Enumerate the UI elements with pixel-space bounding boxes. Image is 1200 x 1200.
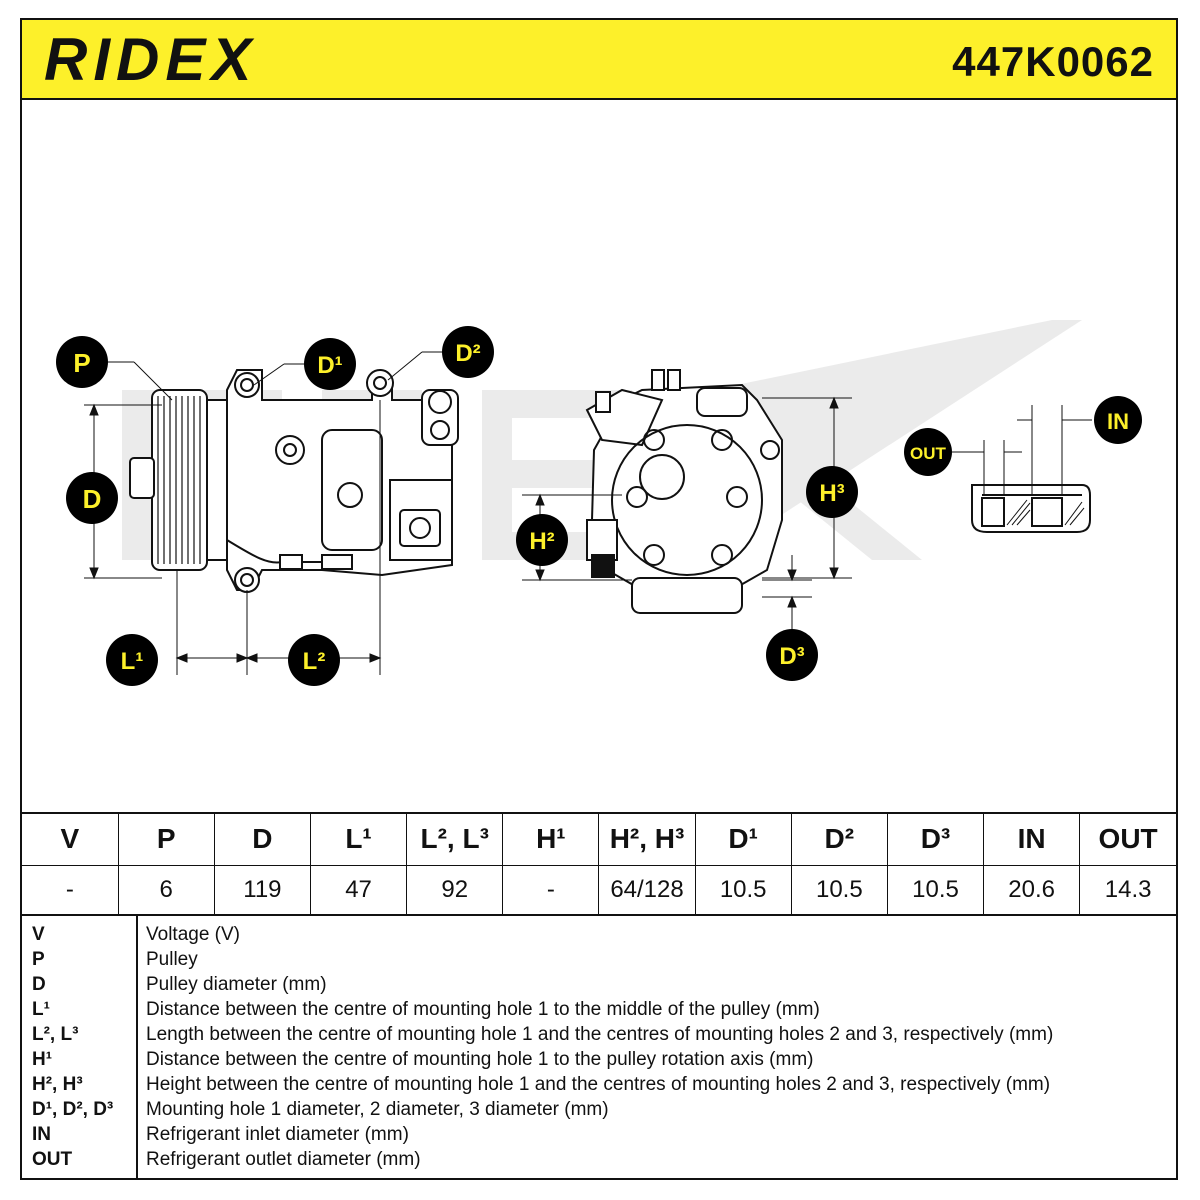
legend-row: L², L³ Length between the centre of moun… bbox=[22, 1022, 1176, 1047]
side-view bbox=[129, 369, 459, 593]
legend-description: Pulley bbox=[146, 949, 198, 970]
legend: V Voltage (V) P Pulley D Pulley diameter… bbox=[22, 914, 1176, 1178]
spec-value-cell: 64/128 bbox=[598, 865, 696, 914]
spec-value-row: - 6 119 47 92 - 64/128 10.5 10.5 10.5 20… bbox=[22, 865, 1176, 914]
svg-text:P: P bbox=[73, 348, 90, 378]
header-bar: RIDEX 447K0062 bbox=[22, 20, 1176, 100]
compressor-drawing-svg: P D D¹ D² L¹ L² bbox=[56, 320, 1142, 686]
spec-value-cell: 20.6 bbox=[983, 865, 1081, 914]
legend-description: Distance between the centre of mounting … bbox=[146, 999, 820, 1020]
legend-symbol: L¹ bbox=[32, 999, 50, 1020]
spec-value-cell: 14.3 bbox=[1104, 875, 1152, 903]
port-detail bbox=[971, 484, 1091, 533]
legend-symbol: P bbox=[32, 949, 45, 970]
legend-description: Distance between the centre of mounting … bbox=[146, 1049, 814, 1070]
legend-row: L¹ Distance between the centre of mounti… bbox=[22, 997, 1176, 1022]
spec-header-cell: D¹ bbox=[695, 814, 792, 866]
spec-header-cell: OUT bbox=[1079, 814, 1176, 866]
legend-row: P Pulley bbox=[22, 947, 1176, 972]
legend-row: H¹ Distance between the centre of mounti… bbox=[22, 1047, 1176, 1072]
svg-text:IN: IN bbox=[1107, 409, 1129, 434]
legend-row: IN Refrigerant inlet diameter (mm) bbox=[22, 1122, 1176, 1147]
callout-out: OUT bbox=[904, 428, 952, 476]
technical-drawing: P D D¹ D² L¹ L² bbox=[22, 100, 1176, 812]
svg-text:L²: L² bbox=[303, 648, 326, 675]
svg-text:L¹: L¹ bbox=[121, 648, 144, 675]
legend-row: D¹, D², D³ Mounting hole 1 diameter, 2 d… bbox=[22, 1097, 1176, 1122]
front-view bbox=[585, 369, 783, 614]
spec-value-cell: 10.5 bbox=[791, 865, 888, 914]
spec-value-cell: 10.5 bbox=[695, 865, 792, 914]
callout-h2: H² bbox=[516, 514, 568, 566]
legend-symbol: D bbox=[32, 974, 46, 995]
svg-text:H³: H³ bbox=[819, 480, 844, 507]
spec-header-cell: D³ bbox=[887, 814, 985, 866]
legend-divider bbox=[136, 916, 138, 1178]
spec-header-row: V P D L¹ L², L³ H¹ H², H³ D¹ D² D³ IN OU… bbox=[22, 814, 1176, 866]
spec-header-cell: P bbox=[118, 814, 215, 866]
spec-header-cell: L², L³ bbox=[406, 814, 504, 866]
spec-value-cell: 10.5 bbox=[887, 865, 985, 914]
legend-symbol: H¹ bbox=[32, 1049, 53, 1070]
legend-description: Mounting hole 1 diameter, 2 diameter, 3 … bbox=[146, 1099, 609, 1120]
legend-row: OUT Refrigerant outlet diameter (mm) bbox=[22, 1147, 1176, 1172]
svg-text:OUT: OUT bbox=[910, 444, 947, 463]
spec-header-cell: D bbox=[214, 814, 311, 866]
svg-text:D: D bbox=[83, 484, 102, 514]
spec-header-cell: V bbox=[22, 814, 119, 866]
spec-header-cell: H², H³ bbox=[598, 814, 696, 866]
svg-text:D³: D³ bbox=[779, 643, 804, 670]
legend-symbol: OUT bbox=[32, 1149, 73, 1170]
spec-value-cell: 47 bbox=[310, 865, 408, 914]
svg-text:D²: D² bbox=[455, 340, 480, 367]
callout-l2: L² bbox=[288, 634, 340, 686]
spec-header-cell: D² bbox=[791, 814, 888, 866]
legend-description: Refrigerant outlet diameter (mm) bbox=[146, 1149, 421, 1170]
callout-in: IN bbox=[1094, 396, 1142, 444]
legend-symbol: IN bbox=[32, 1124, 51, 1145]
legend-row: D Pulley diameter (mm) bbox=[22, 972, 1176, 997]
spec-value-cell: 119 bbox=[214, 865, 311, 914]
svg-text:D¹: D¹ bbox=[317, 352, 342, 379]
callout-l1: L¹ bbox=[106, 634, 158, 686]
spec-value-cell: 6 bbox=[118, 865, 215, 914]
callout-d: D bbox=[66, 472, 118, 524]
legend-description: Height between the centre of mounting ho… bbox=[146, 1074, 1051, 1095]
callout-d2: D² bbox=[442, 326, 494, 378]
legend-description: Length between the centre of mounting ho… bbox=[146, 1024, 1054, 1045]
legend-symbol: D¹, D², D³ bbox=[32, 1099, 114, 1120]
legend-description: Voltage (V) bbox=[146, 924, 240, 945]
legend-description: Refrigerant inlet diameter (mm) bbox=[146, 1124, 409, 1145]
spec-header-cell: IN bbox=[983, 814, 1081, 866]
legend-row: H², H³ Height between the centre of moun… bbox=[22, 1072, 1176, 1097]
spec-header-cell: H¹ bbox=[502, 814, 600, 866]
legend-symbol: H², H³ bbox=[32, 1074, 83, 1095]
callout-p: P bbox=[56, 336, 108, 388]
spec-table: V P D L¹ L², L³ H¹ H², H³ D¹ D² D³ IN OU… bbox=[22, 812, 1176, 914]
dimension-lines-ports bbox=[952, 405, 1092, 495]
callout-h3: H³ bbox=[806, 466, 858, 518]
spec-value-cell: 92 bbox=[406, 865, 504, 914]
spec-value-cell: - bbox=[502, 865, 600, 914]
datasheet: RIDEX 447K0062 bbox=[20, 18, 1178, 1180]
legend-symbol: V bbox=[32, 924, 45, 945]
brand-logo: RIDEX bbox=[44, 26, 258, 93]
part-number: 447K0062 bbox=[952, 38, 1154, 85]
callout-d1: D¹ bbox=[304, 338, 356, 390]
svg-text:H²: H² bbox=[529, 528, 554, 555]
legend-row: V Voltage (V) bbox=[22, 922, 1176, 947]
spec-value-cell: - bbox=[22, 865, 119, 914]
legend-description: Pulley diameter (mm) bbox=[146, 974, 327, 995]
callout-d3: D³ bbox=[766, 629, 818, 681]
spec-header-cell: L¹ bbox=[310, 814, 408, 866]
legend-symbol: L², L³ bbox=[32, 1024, 79, 1045]
